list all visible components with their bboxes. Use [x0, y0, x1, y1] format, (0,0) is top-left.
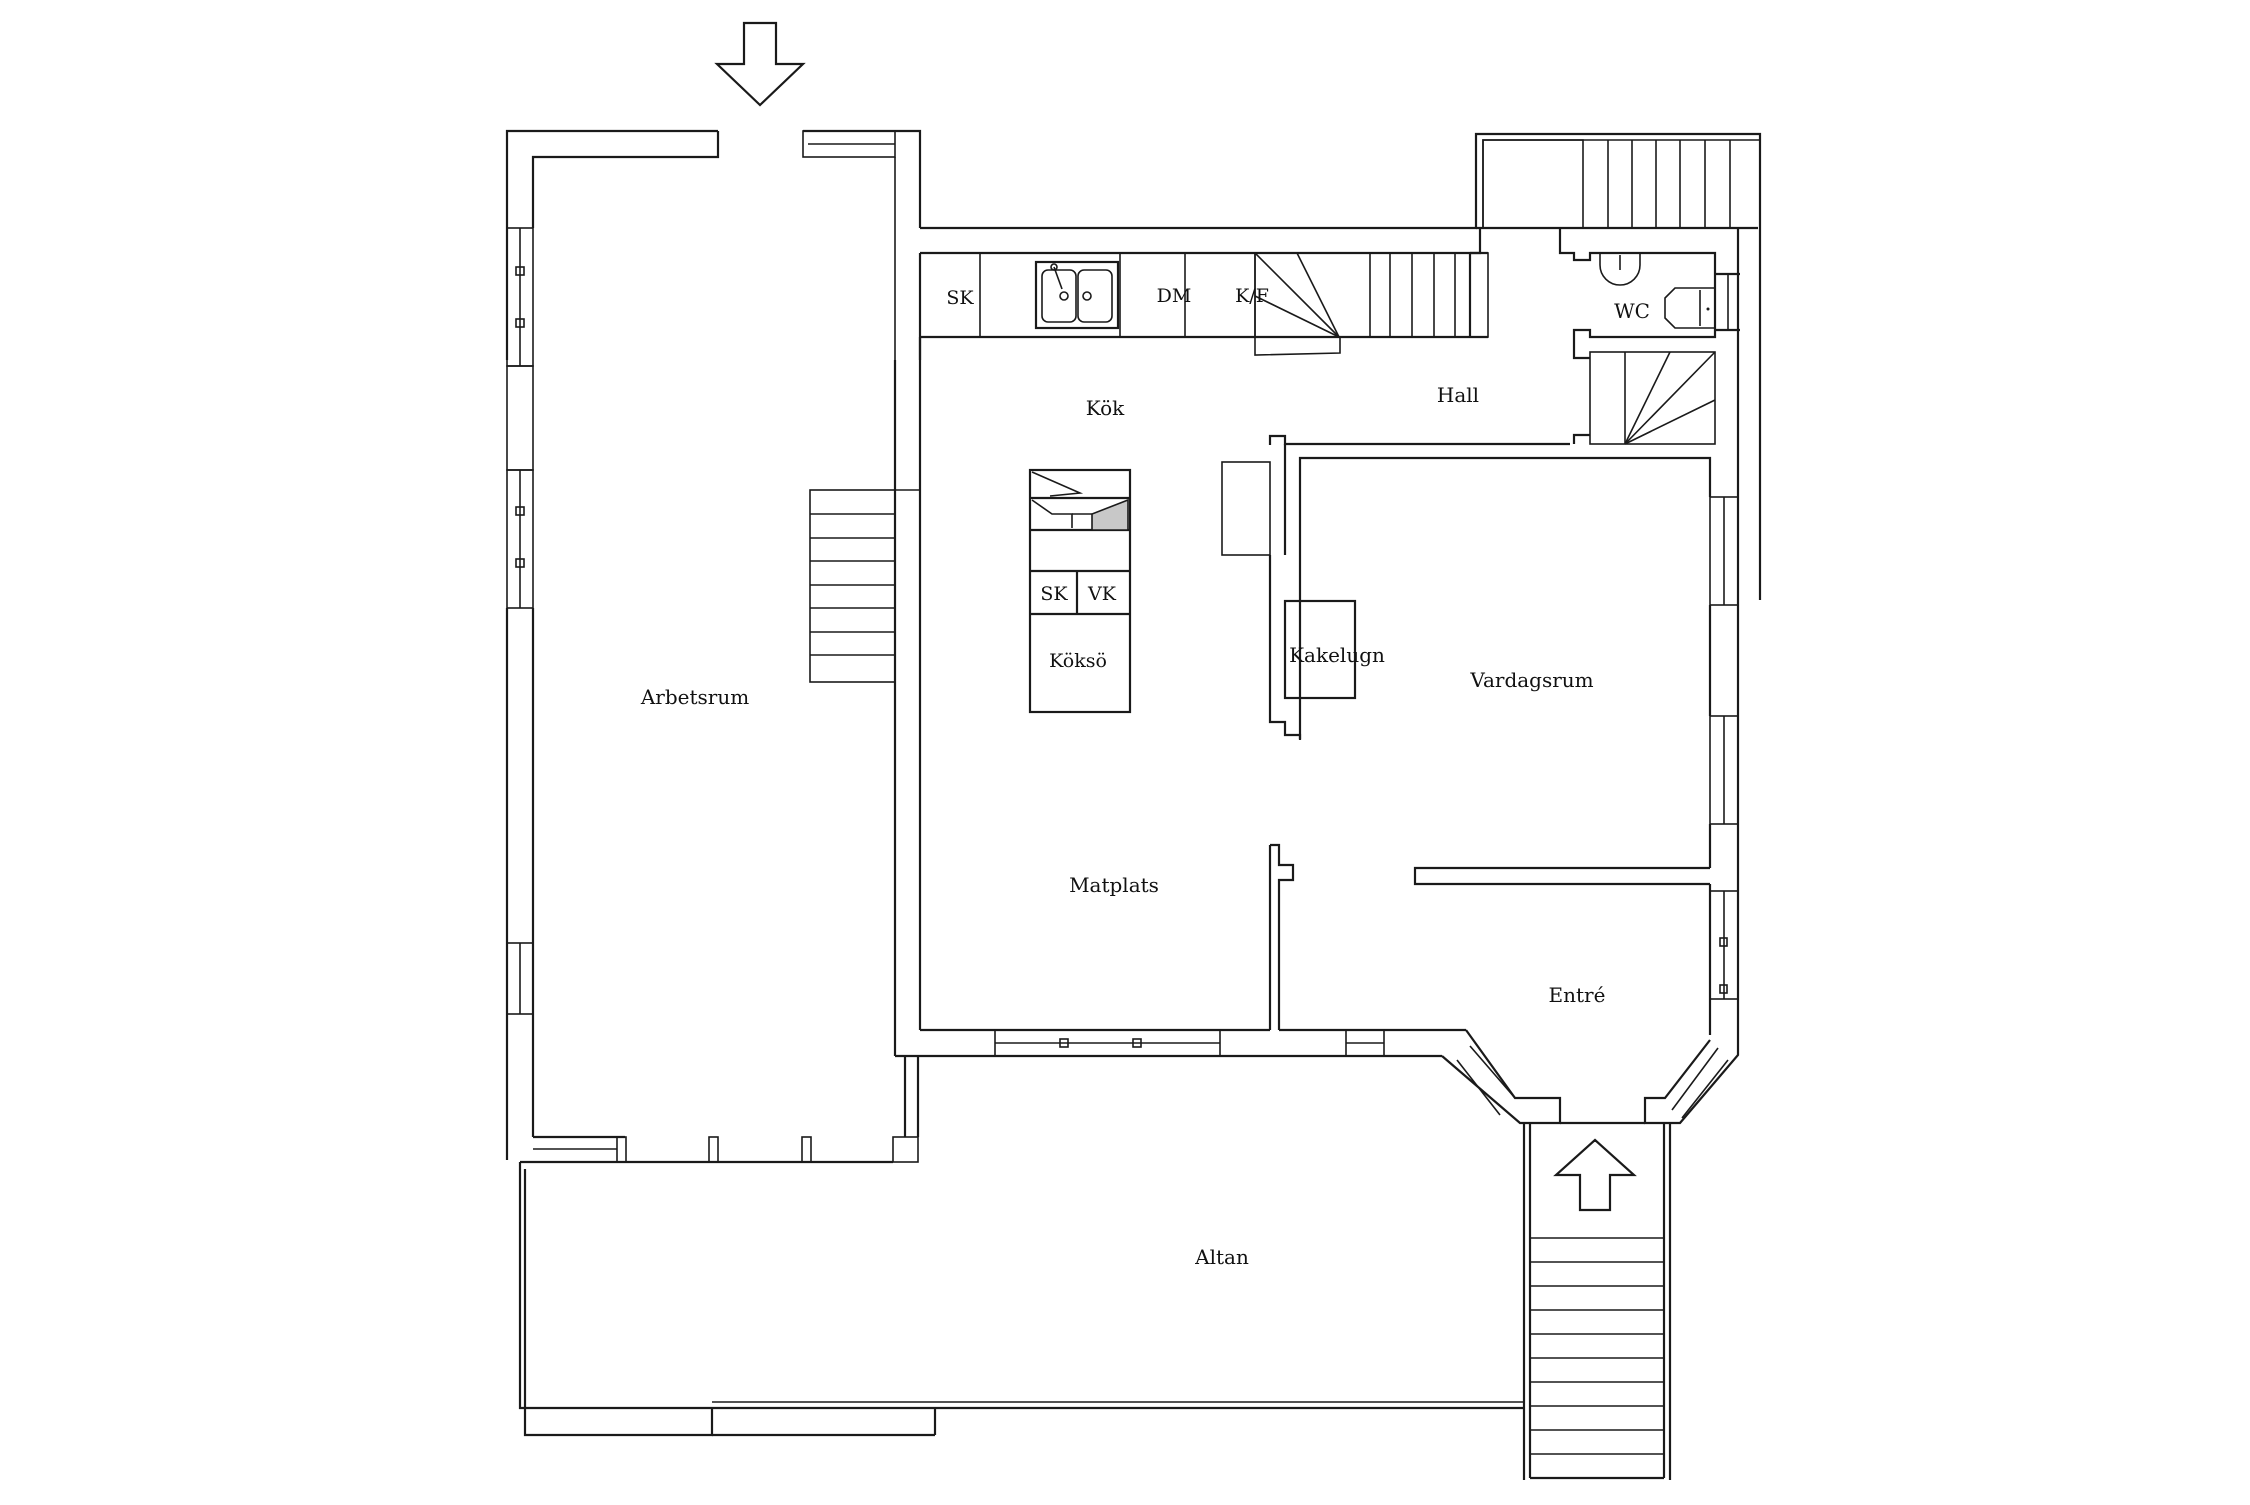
wc-walls [1558, 228, 1740, 360]
stair-front [1522, 1123, 1672, 1480]
stair-kitchen [1254, 252, 1489, 356]
entre-bay-walls [1441, 1029, 1740, 1125]
room-label-wc: WC [1614, 299, 1650, 323]
room-label-arbetsrum: Arbetsrum [640, 685, 750, 709]
hall-walls [1468, 132, 1762, 600]
room-label-kakelugn: Kakelugn [1289, 643, 1385, 667]
room-label-altan: Altan [1195, 1245, 1249, 1269]
room-label-hall: Hall [1436, 383, 1480, 407]
sink-icon [1034, 260, 1120, 330]
kakelugn-icon [1283, 599, 1357, 700]
toilet-icon [1664, 287, 1716, 329]
counter-label-dm: DM [1156, 285, 1192, 307]
island-label-vk: VK [1088, 583, 1116, 605]
stove-icon [1028, 468, 1132, 714]
counter-label-sk: SK [946, 287, 974, 309]
counter-label-kf: K/F [1235, 285, 1269, 307]
room-label-vardagsrum: Vardagsrum [1470, 668, 1594, 692]
arrow-down-icon [714, 21, 806, 107]
stair-arbetsrum [809, 489, 920, 683]
washbasin-icon [1599, 252, 1641, 286]
vardagsrum-walls [1221, 228, 1740, 1035]
matplats-walls [895, 843, 1466, 1058]
stair-hall [1572, 351, 1716, 445]
arrow-up-icon [1553, 1138, 1637, 1212]
island-label-koksö: Köksö [1049, 650, 1107, 672]
room-label-matplats: Matplats [1069, 873, 1159, 897]
island-label-sk: SK [1040, 583, 1068, 605]
room-label-entre: Entré [1548, 983, 1606, 1007]
arbetsrum-walls [505, 129, 922, 1164]
altan-walls [518, 1162, 1524, 1437]
room-label-kok: Kök [1085, 396, 1125, 420]
